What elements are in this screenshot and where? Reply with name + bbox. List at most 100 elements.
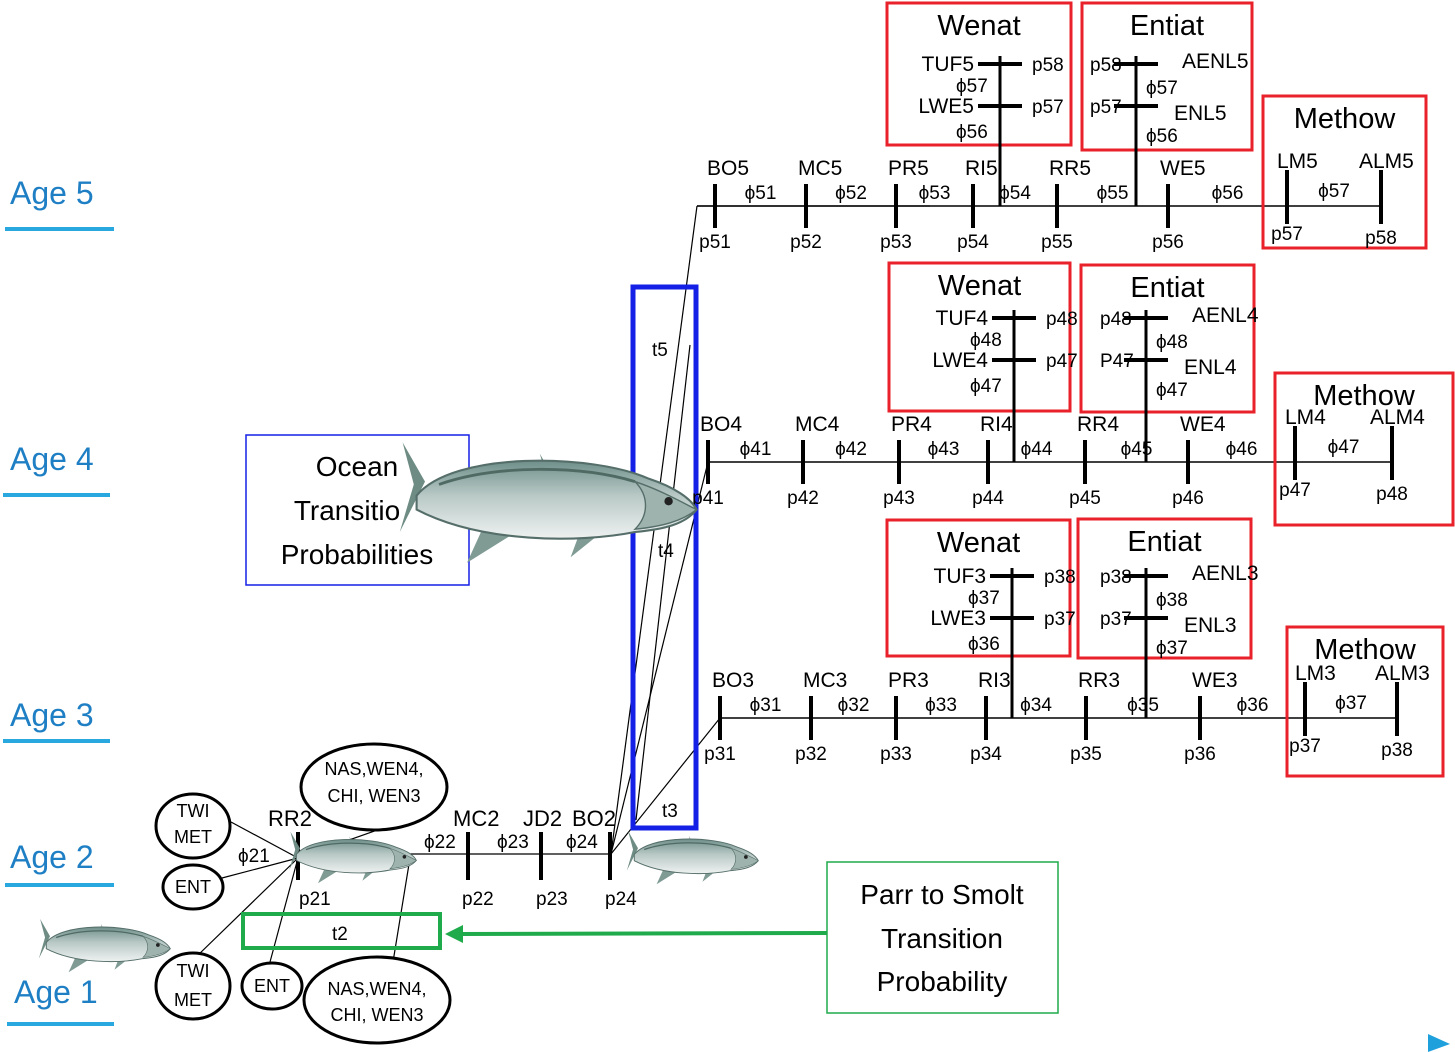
age-label-5: Age 5 bbox=[10, 175, 94, 211]
p-label: p21 bbox=[299, 889, 331, 910]
phi-label: ϕ22 bbox=[424, 832, 456, 853]
p-label: p54 bbox=[957, 232, 989, 253]
p-label: p47 bbox=[1279, 480, 1311, 501]
phi-label: ϕ41 bbox=[740, 439, 772, 460]
phi-label: ϕ57 bbox=[956, 76, 988, 97]
p-label: p55 bbox=[1041, 232, 1073, 253]
age-underline bbox=[7, 1022, 114, 1026]
site-label: JD2 bbox=[523, 806, 562, 831]
source-label: TWI bbox=[177, 801, 210, 821]
p-label: p37 bbox=[1100, 609, 1132, 630]
p-label: p48 bbox=[1376, 484, 1408, 505]
phi-label: ϕ52 bbox=[835, 183, 867, 204]
phi-label: ϕ55 bbox=[1097, 183, 1129, 204]
p-label: p23 bbox=[536, 889, 568, 910]
p-label: p24 bbox=[605, 889, 637, 910]
site-label: LM5 bbox=[1277, 150, 1318, 173]
site-label: WE3 bbox=[1192, 669, 1238, 692]
phi-label: ϕ36 bbox=[968, 634, 1000, 655]
p-label: p38 bbox=[1100, 567, 1132, 588]
wenat-title: Wenat bbox=[937, 527, 1020, 559]
p-label: p45 bbox=[1069, 488, 1101, 509]
p-label: p38 bbox=[1044, 567, 1076, 588]
site-label: AENL4 bbox=[1192, 304, 1259, 327]
phi-label: ϕ57 bbox=[1318, 181, 1350, 202]
phi-label: ϕ47 bbox=[1156, 380, 1188, 401]
age-underline bbox=[5, 883, 114, 887]
age-label-2: Age 2 bbox=[10, 839, 94, 875]
p-label: p48 bbox=[1100, 309, 1132, 330]
site-label: RI5 bbox=[965, 157, 998, 180]
source-ellipse bbox=[304, 957, 450, 1043]
site-label: ALM3 bbox=[1375, 662, 1430, 685]
p-label: p37 bbox=[1289, 736, 1321, 757]
phi-label: ϕ56 bbox=[956, 122, 988, 143]
p-label: p38 bbox=[1381, 740, 1413, 761]
phi-label: ϕ33 bbox=[925, 695, 957, 716]
parr-arrow bbox=[460, 933, 830, 934]
source-label: ENT bbox=[175, 877, 211, 897]
p-label: p58 bbox=[1365, 228, 1397, 249]
play-arrow-icon[interactable] bbox=[1428, 1034, 1450, 1052]
site-label: BO5 bbox=[707, 157, 749, 180]
age-axis: Age 5 Age 4 Age 3 Age 2 Age 1 bbox=[3, 175, 114, 1026]
connector-line bbox=[636, 345, 690, 820]
p-label: p43 bbox=[883, 488, 915, 509]
p-label: p53 bbox=[880, 232, 912, 253]
phi-label: ϕ46 bbox=[1226, 439, 1258, 460]
site-label: LWE4 bbox=[932, 349, 988, 372]
age3-row: BO3p31ϕ31MC3p32ϕ32PR3p33ϕ33RI3p34ϕ34RR3p… bbox=[704, 519, 1443, 776]
phi-label: ϕ38 bbox=[1156, 590, 1188, 611]
phi-label: ϕ31 bbox=[750, 695, 782, 716]
phi-label: ϕ45 bbox=[1121, 439, 1153, 460]
phi-label: ϕ43 bbox=[928, 439, 960, 460]
phi-label: ϕ48 bbox=[1156, 332, 1188, 353]
phi-label: ϕ21 bbox=[238, 846, 270, 867]
p-label: p51 bbox=[699, 232, 731, 253]
parr-to-smolt: Parr to Smolt Transition Probability bbox=[445, 862, 1058, 1013]
p-label: p46 bbox=[1172, 488, 1204, 509]
phi-label: ϕ53 bbox=[919, 183, 951, 204]
ocean-transition-label: t3 bbox=[662, 801, 678, 822]
site-label: MC2 bbox=[453, 806, 499, 831]
source-label: CHI, WEN3 bbox=[327, 786, 420, 806]
site-label: WE4 bbox=[1180, 413, 1226, 436]
site-label: LM3 bbox=[1295, 662, 1336, 685]
ocean-transition-label: t4 bbox=[658, 541, 674, 562]
p-label: p42 bbox=[787, 488, 819, 509]
entiat-title: Entiat bbox=[1127, 526, 1201, 558]
p-label: p36 bbox=[1184, 744, 1216, 765]
age4-row: BO4p41ϕ41MC4p42ϕ42PR4p43ϕ43RI4p44ϕ44RR4p… bbox=[692, 263, 1453, 525]
site-label: ALM4 bbox=[1370, 406, 1425, 429]
phi-label: ϕ36 bbox=[1237, 695, 1269, 716]
phi-label: ϕ57 bbox=[1146, 78, 1178, 99]
site-label: PR4 bbox=[891, 413, 932, 436]
p-label: p58 bbox=[1090, 55, 1122, 76]
p-label: p47 bbox=[1046, 351, 1078, 372]
site-label: AENL5 bbox=[1182, 50, 1249, 73]
source-label: MET bbox=[174, 827, 212, 847]
site-label: AENL3 bbox=[1192, 562, 1259, 585]
p-label: p44 bbox=[972, 488, 1004, 509]
age-underline bbox=[3, 739, 110, 743]
site-label: ENL5 bbox=[1174, 102, 1227, 125]
parr-transition-label: t2 bbox=[332, 924, 348, 945]
phi-label: ϕ47 bbox=[1328, 437, 1360, 458]
p-label: p22 bbox=[462, 889, 494, 910]
source-label: ENT bbox=[254, 976, 290, 996]
p-label: p33 bbox=[880, 744, 912, 765]
p-label: p52 bbox=[790, 232, 822, 253]
phi-label: ϕ37 bbox=[968, 588, 1000, 609]
site-label: LWE3 bbox=[930, 607, 986, 630]
site-label: BO3 bbox=[712, 669, 754, 692]
site-label: RI3 bbox=[978, 669, 1011, 692]
phi-label: ϕ47 bbox=[970, 376, 1002, 397]
source-label: NAS,WEN4, bbox=[324, 759, 423, 779]
phi-label: ϕ56 bbox=[1146, 126, 1178, 147]
ocean-label-line: Ocean bbox=[316, 451, 399, 482]
p-label: p57 bbox=[1032, 97, 1064, 118]
source-label: NAS,WEN4, bbox=[327, 979, 426, 999]
p-label: p57 bbox=[1090, 97, 1122, 118]
p-label: P47 bbox=[1100, 351, 1134, 372]
parr-label-line: Probability bbox=[877, 966, 1008, 997]
